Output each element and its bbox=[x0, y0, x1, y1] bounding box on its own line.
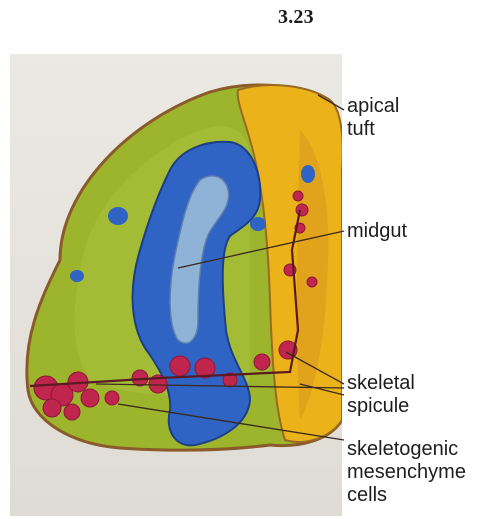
blue-cell-blob bbox=[250, 217, 266, 231]
label-apical-tuft: apical tuft bbox=[347, 95, 399, 141]
blue-cell-blob bbox=[108, 207, 128, 225]
blue-cell-blob bbox=[301, 165, 315, 183]
label-skeletal-spicule: skeletal spicule bbox=[347, 372, 415, 418]
label-skeletogenic-mesenchyme-cells: skeletogenic mesenchyme cells bbox=[347, 438, 466, 507]
blue-cell-blob bbox=[70, 270, 84, 282]
label-midgut: midgut bbox=[347, 220, 407, 243]
